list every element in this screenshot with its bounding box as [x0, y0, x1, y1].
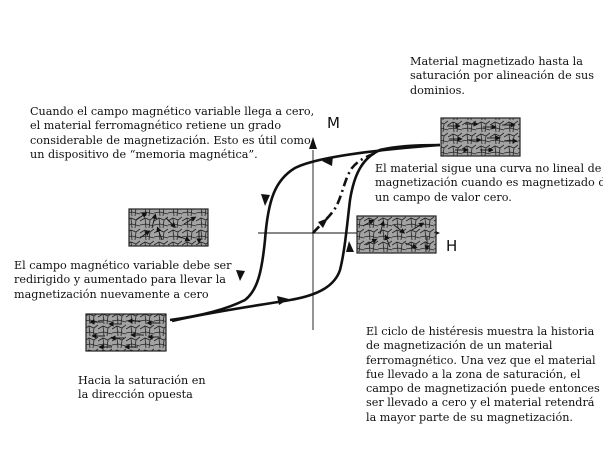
text-line: un dispositivo de “memoria magnética”.: [30, 147, 258, 161]
text-line: magnetización nuevamente a cero: [14, 287, 209, 301]
text-line: saturación por alineación de sus: [410, 69, 594, 83]
m-axis-arrow-icon: [309, 137, 317, 149]
domain-block-random: [356, 215, 437, 254]
text-line: Hacia la saturación en: [78, 374, 206, 387]
annotation-initial-curve: El material sigue una curva no lineal de…: [375, 162, 603, 205]
text-line: Cuando el campo magnético variable llega…: [30, 105, 315, 118]
arrow-head-icon: [236, 270, 245, 281]
text-line: El ciclo de histéresis muestra la histor…: [366, 325, 595, 338]
h-axis-label: H: [446, 237, 458, 255]
text-line: la dirección opuesta: [78, 388, 193, 402]
text-line: el material ferromagnético retiene un gr…: [30, 119, 282, 133]
text-line: El material sigue una curva no lineal de: [375, 162, 602, 175]
annotation-cycle-summary: El ciclo de histéresis muestra la histor…: [366, 325, 600, 425]
arrow-head-icon: [261, 194, 270, 206]
m-axis-label: M: [327, 114, 340, 132]
text-line: un campo de valor cero.: [375, 190, 512, 204]
domain-block-random: [128, 208, 209, 247]
ascending-branch: [171, 143, 441, 323]
arrow-head-icon: [322, 156, 333, 166]
text-line: considerable de magnetización. Esto es ú…: [30, 133, 311, 147]
initial-magnetization-curve: [312, 150, 379, 234]
text-line: El campo magnético variable debe ser: [14, 259, 232, 272]
arrow-head-icon: [277, 296, 289, 305]
text-line: magnetización cuando es magnetizado desd…: [375, 176, 603, 190]
annotation-saturation: Material magnetizado hasta la saturación…: [410, 55, 594, 98]
arrow-head-icon: [318, 218, 328, 228]
text-line: Material magnetizado hasta la: [410, 55, 583, 68]
domain-block-saturated: [440, 117, 521, 157]
arrow-head-icon: [346, 241, 354, 252]
text-line: ser llevado a cero y el material retendr…: [366, 396, 595, 410]
text-line: redirigido y aumentado para llevar la: [14, 273, 226, 287]
text-line: fue llevado a la zona de saturación, el: [366, 367, 581, 381]
text-line: dominios.: [410, 83, 465, 97]
annotation-reverse-saturation: Hacia la saturación en la dirección opue…: [78, 374, 206, 403]
descending-branch: [169, 143, 441, 322]
text-line: la mayor parte de su magnetización.: [366, 410, 573, 424]
annotation-retention: Cuando el campo magnético variable llega…: [30, 105, 314, 162]
text-line: ferromagnético. Una vez que el material: [366, 353, 596, 367]
annotation-coercive: El campo magnético variable debe ser red…: [14, 259, 232, 302]
text-line: campo de magnetización puede entonces: [366, 382, 600, 396]
text-line: de magnetización de un material: [366, 339, 553, 353]
domain-block-reverse: [85, 313, 167, 352]
